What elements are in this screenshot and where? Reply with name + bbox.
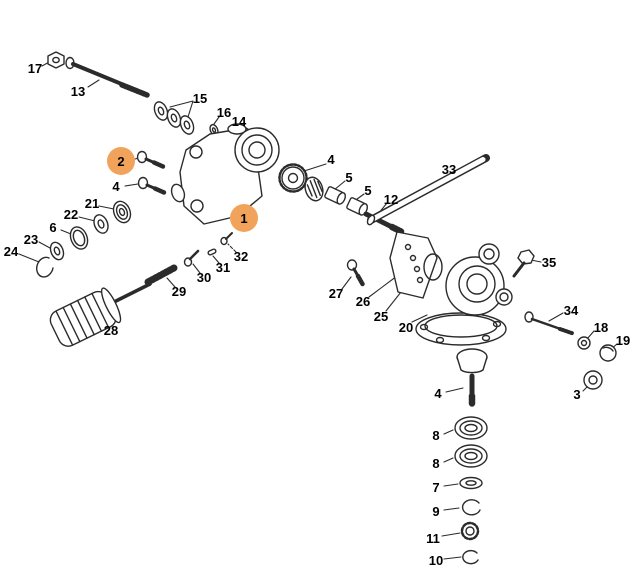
callout-28[interactable]: 28 <box>103 322 119 338</box>
pin-31-drawing <box>207 248 217 256</box>
callout-1[interactable]: 1 <box>230 204 258 232</box>
callout-2[interactable]: 2 <box>107 147 135 175</box>
pinion-shaft-drawing <box>456 348 488 409</box>
ring-6-drawing <box>69 226 89 250</box>
drive-tube-drawing <box>366 154 490 226</box>
washer-22-drawing <box>93 214 109 234</box>
screw-32-drawing <box>220 232 233 246</box>
callout-8[interactable]: 8 <box>432 455 440 471</box>
nut-11-drawing <box>460 521 480 541</box>
circlip-9-drawing <box>461 499 481 516</box>
callout-6[interactable]: 6 <box>49 219 57 235</box>
callout-21[interactable]: 21 <box>84 195 100 211</box>
callout-14[interactable]: 14 <box>231 113 247 129</box>
callout-13[interactable]: 13 <box>70 83 86 99</box>
circlip-24-drawing <box>36 256 54 278</box>
callout-4[interactable]: 4 <box>327 151 335 167</box>
gearbox-housing-drawing <box>170 123 280 225</box>
callout-11[interactable]: 11 <box>426 530 440 546</box>
screw-34-drawing <box>524 311 575 336</box>
callout-33[interactable]: 33 <box>441 161 457 177</box>
washer-7-drawing <box>459 476 483 490</box>
o-ring-26-drawing <box>423 253 443 281</box>
callout-29[interactable]: 29 <box>171 283 187 299</box>
callout-30[interactable]: 30 <box>196 269 212 285</box>
callout-5[interactable]: 5 <box>364 182 372 198</box>
callout-23[interactable]: 23 <box>23 231 39 247</box>
callout-22[interactable]: 22 <box>63 206 79 222</box>
bevel-gear-set-drawing <box>278 163 324 202</box>
callout-16[interactable]: 16 <box>216 104 232 120</box>
callout-24[interactable]: 24 <box>3 243 19 259</box>
coupling-28-drawing <box>49 282 152 347</box>
callout-35[interactable]: 35 <box>541 254 557 270</box>
callout-26[interactable]: 26 <box>355 293 371 309</box>
callout-17[interactable]: 17 <box>27 60 43 76</box>
bolt-and-nut-drawing <box>47 51 150 98</box>
washer-23-drawing <box>49 241 65 261</box>
callout-19[interactable]: 19 <box>615 332 631 348</box>
callout-10[interactable]: 10 <box>428 552 444 568</box>
callout-4[interactable]: 4 <box>434 385 442 401</box>
screw-2-drawing <box>136 150 166 169</box>
callout-4[interactable]: 4 <box>112 178 120 194</box>
callout-9[interactable]: 9 <box>432 503 440 519</box>
callout-8[interactable]: 8 <box>432 427 440 443</box>
washer-set-drawing <box>153 101 233 142</box>
screw-35-drawing <box>512 249 535 278</box>
callout-27[interactable]: 27 <box>328 285 344 301</box>
bushing-5a-drawing <box>324 186 347 205</box>
callout-20[interactable]: 20 <box>398 319 414 335</box>
callout-15[interactable]: 15 <box>192 90 208 106</box>
bearing-21-drawing <box>112 200 132 224</box>
screw-27-drawing <box>346 259 365 287</box>
callout-32[interactable]: 32 <box>233 248 249 264</box>
spring-29-drawing <box>144 264 178 286</box>
cap-18-drawing <box>577 336 591 350</box>
clamp-drawing <box>389 231 438 299</box>
callout-34[interactable]: 34 <box>563 302 579 318</box>
plug-3-drawing <box>583 370 603 390</box>
callout-31[interactable]: 31 <box>215 259 231 275</box>
callout-5[interactable]: 5 <box>345 169 353 185</box>
callout-12[interactable]: 12 <box>383 191 399 207</box>
clip-10-drawing <box>462 549 479 565</box>
screw-4-drawing <box>137 176 167 195</box>
screw-30-drawing <box>183 249 200 267</box>
bell-housing-drawing <box>415 243 513 346</box>
callout-3[interactable]: 3 <box>573 386 581 402</box>
plug-19-drawing <box>599 344 617 362</box>
callout-25[interactable]: 25 <box>373 308 389 324</box>
bearing-8b-drawing <box>454 444 488 468</box>
bearing-8a-drawing <box>454 416 488 440</box>
callout-18[interactable]: 18 <box>593 319 609 335</box>
callout-7[interactable]: 7 <box>432 479 440 495</box>
